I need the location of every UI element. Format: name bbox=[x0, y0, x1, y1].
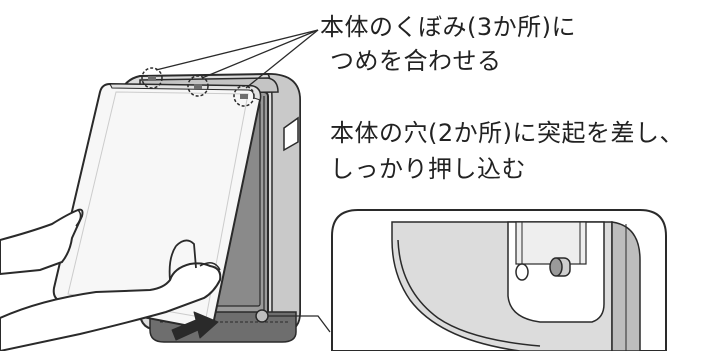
callout-claws-line2: つめを合わせる bbox=[330, 47, 502, 75]
pin-hole-1 bbox=[515, 263, 529, 281]
callout-pins-line1: 本体の穴(2か所)に突起を差し、 bbox=[330, 119, 684, 147]
claw-mark-2 bbox=[187, 75, 209, 97]
zoom-inset bbox=[268, 209, 667, 352]
callout-pins-line2: しっかり押し込む bbox=[330, 155, 526, 183]
protrusion-knob bbox=[255, 309, 269, 323]
claw-mark-3 bbox=[233, 85, 255, 107]
claw-mark-1 bbox=[141, 67, 163, 89]
leader-lines-top bbox=[155, 29, 319, 89]
left-hand bbox=[0, 208, 84, 276]
push-arrow-icon bbox=[171, 311, 219, 341]
claw-marks bbox=[141, 67, 255, 107]
right-hand bbox=[0, 239, 222, 353]
protrusion-pin-2 bbox=[549, 257, 571, 277]
callout-claws-line1: 本体のくぼみ(3か所)に bbox=[320, 13, 576, 41]
